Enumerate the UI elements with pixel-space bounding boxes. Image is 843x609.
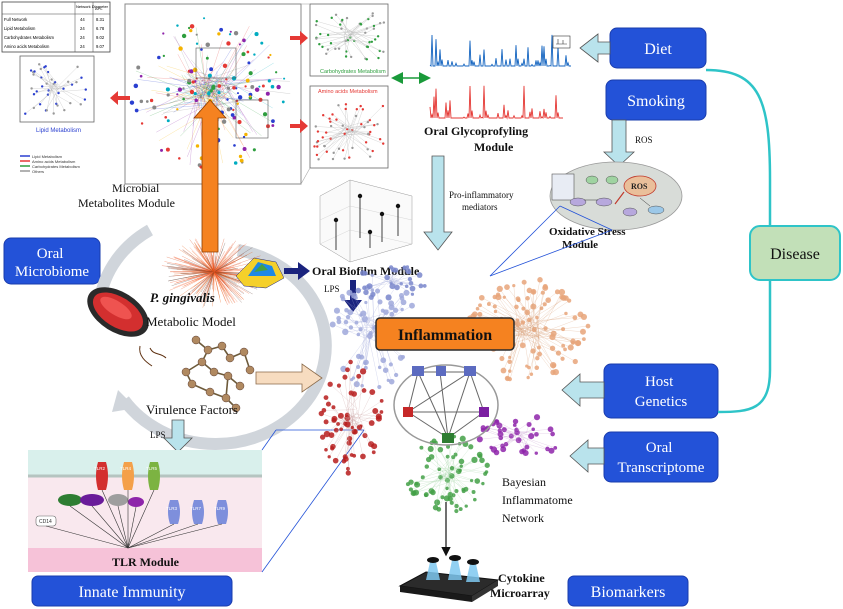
bayesian-label: Bayesian Inflammatome Network xyxy=(502,475,576,525)
tlr4-label: TLR4 xyxy=(120,466,132,471)
biomarkers-box: Biomarkers xyxy=(567,575,689,607)
network-legend: Lipid Metabolism Amino acids Metabolism … xyxy=(20,154,80,174)
oxidative-stress-label: Oxidative Stress Module xyxy=(549,226,628,251)
smoking-arrow xyxy=(602,119,636,167)
disease-box: Disease xyxy=(749,225,841,281)
cytokine-label: Cytokine Microarray xyxy=(490,571,550,600)
p-gingivalis-label: P. gingivalis xyxy=(150,290,215,305)
flux-landscape xyxy=(235,257,285,289)
diet-box: Diet xyxy=(609,27,707,69)
microbial-metabolite-network-panel: Network Diameter APL Full Network 44 8.3… xyxy=(1,1,389,185)
amino-acids-metabolism-label: Amino acids Metabolism xyxy=(318,89,378,95)
lps-tlr-arrow xyxy=(163,419,193,453)
table-cell: 44 xyxy=(80,17,85,22)
legend-item: Others xyxy=(32,169,44,174)
network-stats-table: Network Diameter APL Full Network 44 8.3… xyxy=(1,1,111,53)
tlr2-receptor: TLR2 xyxy=(94,462,108,490)
red-arrow-amino xyxy=(290,119,308,133)
oral-glycoprofyling-label: Oral Glycoprofyling Module xyxy=(424,124,531,154)
diet-arrow xyxy=(579,33,611,63)
oxidative-stress-inset: ROS xyxy=(549,161,683,231)
tlr4-receptor: TLR4 xyxy=(120,462,134,490)
pro-inflammatory-arrow xyxy=(423,155,453,251)
tlr7-label: TLR7 xyxy=(190,506,202,511)
lps-biofilm-label: LPS xyxy=(324,284,340,294)
microbial-metabolites-label: Microbial xyxy=(112,181,160,195)
molecule-icon xyxy=(181,335,255,413)
orange-up-arrow xyxy=(193,99,227,253)
tlr2-label: TLR2 xyxy=(94,466,106,471)
legend-item: Lipid Metabolism xyxy=(32,154,63,159)
inflammation-label: Inflammation xyxy=(398,327,492,344)
microbial-metabolites-label-2: Metabolites Module xyxy=(78,196,175,210)
carbohydrates-metabolism-inset: Carbohydrates Metabolism xyxy=(309,3,389,77)
legend-item: Amino acids Metabolism xyxy=(32,159,76,164)
cytokine-microarray-icon xyxy=(398,555,500,602)
diet-label: Diet xyxy=(644,41,672,58)
virulence-arrow xyxy=(255,363,323,393)
host-genetics-label: Host Genetics xyxy=(635,374,688,410)
innate-immunity-box: Innate Immunity xyxy=(31,575,233,607)
red-arrow-lipid xyxy=(110,91,130,105)
carbohydrates-metabolism-label: Carbohydrates Metabolism xyxy=(320,69,386,75)
host-genetics-box: Host Genetics xyxy=(603,363,719,419)
table-header-diameter: Network Diameter xyxy=(76,4,109,9)
tlr5-receptor: TLR5 xyxy=(146,462,160,490)
tlr-module-label: TLR Module xyxy=(112,555,180,569)
tlr7-receptor: TLR7 xyxy=(190,500,204,524)
legend-item: Carbohydrates Metabolism xyxy=(32,164,80,169)
biomarkers-label: Biomarkers xyxy=(591,584,666,601)
oral-microbiome-label: Oral Microbiome xyxy=(15,246,89,280)
biofilm-3d-plot xyxy=(319,179,413,263)
ros-inset-label: ROS xyxy=(631,182,648,191)
metabolic-model-label: Metabolic Model xyxy=(146,314,236,329)
hub-cycle xyxy=(393,364,499,446)
pro-inflammatory-label: Pro-inflammatory mediators xyxy=(449,190,516,212)
lipid-metabolism-inset: Lipid Metabolism xyxy=(19,55,95,134)
table-cell: Carbohydrates Metabolism xyxy=(4,35,55,40)
tlr9-label: TLR9 xyxy=(214,506,226,511)
oral-transcriptome-label: Oral Transcriptome xyxy=(618,440,705,476)
virulence-factors-label: Virulence Factors xyxy=(146,402,238,417)
table-cell: 9.02 xyxy=(96,35,105,40)
table-cell: 24 xyxy=(80,26,85,31)
ros-arrow-label: ROS xyxy=(635,135,653,145)
disease-bracket xyxy=(705,68,772,414)
disease-label: Disease xyxy=(770,246,820,263)
lipid-metabolism-label: Lipid Metabolism xyxy=(36,128,81,134)
table-cell: 24 xyxy=(80,35,85,40)
table-cell: 9.07 xyxy=(96,44,105,49)
host-genetics-arrow xyxy=(561,373,605,407)
oral-microbiome-box: Oral Microbiome xyxy=(3,237,101,285)
lps-tlr-label: LPS xyxy=(150,430,166,440)
inflammation-box: Inflammation xyxy=(375,317,515,351)
navy-arrow-right xyxy=(284,262,310,280)
tlr5-label: TLR5 xyxy=(146,466,158,471)
metabolic-hairball xyxy=(129,17,291,169)
bacterium-icon xyxy=(87,287,167,367)
oral-transcriptome-arrow xyxy=(569,439,605,473)
red-arrow-carb xyxy=(290,31,308,45)
tlr-module: TLR Module TLR2 TLR4 TLR5 TLR3 TLR7 TLR9 xyxy=(28,450,262,572)
table-header-apl: APL xyxy=(95,6,103,11)
table-cell: 8.31 xyxy=(96,17,105,22)
table-cell: 24 xyxy=(80,44,85,49)
amino-acids-metabolism-inset: Amino acids Metabolism xyxy=(309,85,389,169)
tlr9-receptor: TLR9 xyxy=(214,500,228,524)
oral-transcriptome-box: Oral Transcriptome xyxy=(603,431,719,483)
metabolite-hairball xyxy=(161,238,266,308)
table-cell: Full Network xyxy=(4,17,28,22)
table-cell: 6.78 xyxy=(96,26,105,31)
tlr3-receptor: TLR3 xyxy=(166,500,180,524)
table-cell: Amino acids Metabolism xyxy=(4,44,50,49)
smoking-label: Smoking xyxy=(627,93,685,110)
table-cell: Lipid Metabolism xyxy=(4,26,36,31)
smoking-box: Smoking xyxy=(605,79,707,121)
tlr3-label: TLR3 xyxy=(166,506,178,511)
cd14-label: CD14 xyxy=(39,519,52,525)
glycoprofiling-spectra xyxy=(429,34,571,120)
innate-immunity-label: Innate Immunity xyxy=(78,584,185,601)
